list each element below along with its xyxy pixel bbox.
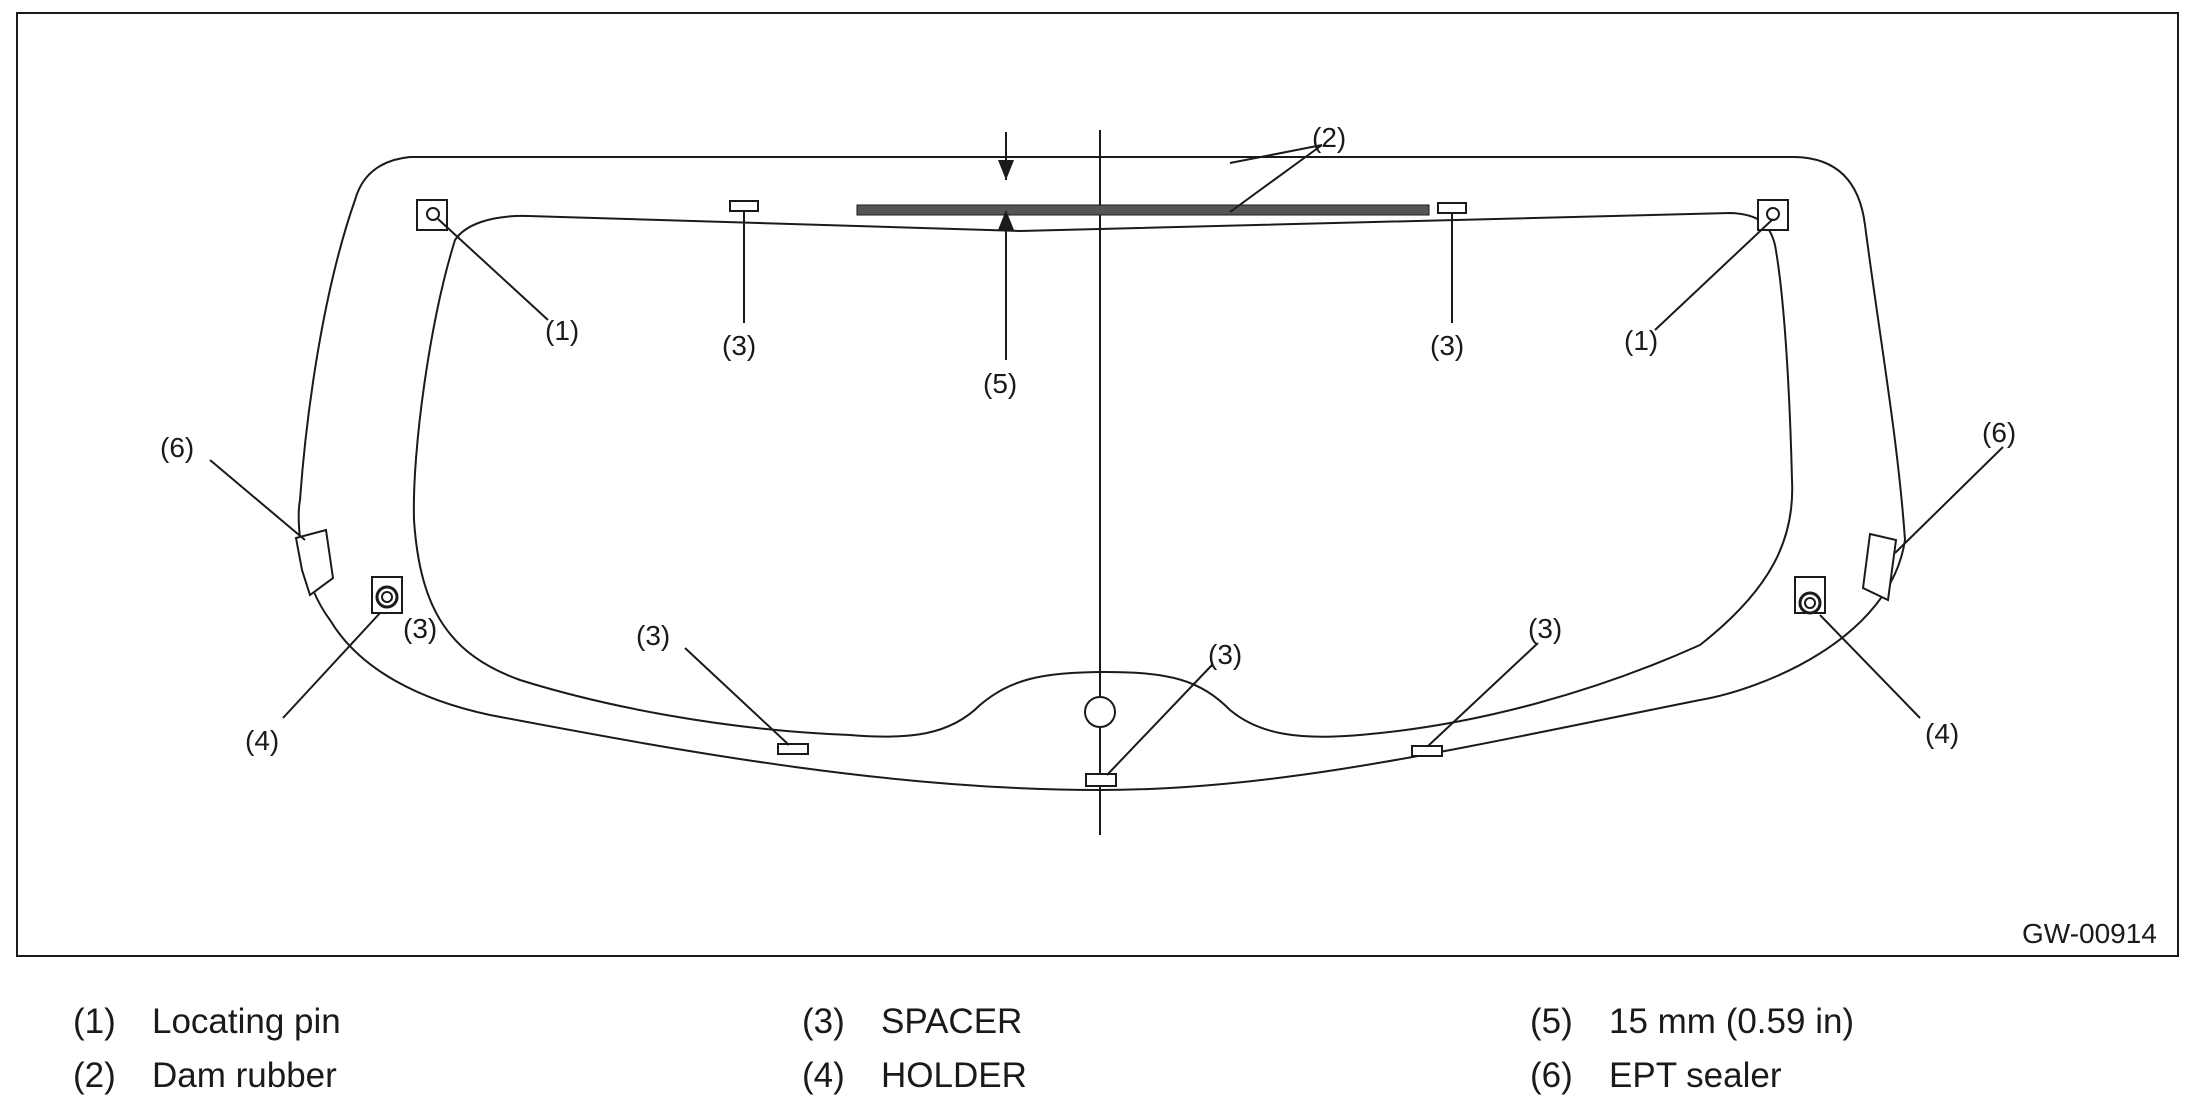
dam-rubber <box>856 204 1430 216</box>
legend-num: (2) <box>73 1056 116 1095</box>
spacer-top-left <box>729 200 759 212</box>
callout-spacer-bottom-left: (3) <box>636 620 670 651</box>
legend-text: 15 mm (0.59 in) <box>1609 1002 1855 1041</box>
spacer-bottom-right <box>1411 745 1443 757</box>
leader-lines <box>209 144 2004 776</box>
rear-window-diagram: (1) (1) (2) (3) (3) (5) (6) (6) (3) (4) … <box>16 12 2179 957</box>
figure-frame <box>16 12 2179 957</box>
dimension-arrow-down <box>998 160 1014 180</box>
legend-text: EPT sealer <box>1609 1056 1782 1095</box>
locating-pin-right <box>1757 199 1789 231</box>
legend-text: SPACER <box>881 1002 1023 1041</box>
callout-spacer-top-right: (3) <box>1430 330 1464 361</box>
holder-left <box>371 576 403 614</box>
callout-holder-left: (4) <box>245 725 279 756</box>
legend-text: Dam rubber <box>152 1056 337 1095</box>
spacer-bottom-left <box>777 743 809 755</box>
holder-right <box>1794 576 1826 615</box>
callout-locating-pin-left: (1) <box>545 315 579 346</box>
callout-spacer-holder-left: (3) <box>403 613 437 644</box>
callout-holder-right: (4) <box>1925 718 1959 749</box>
glass-outer-outline <box>297 156 1907 792</box>
legend-num: (5) <box>1530 1002 1573 1041</box>
callout-dam-rubber: (2) <box>1312 122 1346 153</box>
callout-locating-pin-right: (1) <box>1624 325 1658 356</box>
callout-dimension: (5) <box>983 368 1017 399</box>
callout-spacer-bottom-center: (3) <box>1208 639 1242 670</box>
callout-spacer-top-left: (3) <box>722 330 756 361</box>
center-hole <box>1084 696 1116 728</box>
legend-num: (3) <box>802 1002 845 1041</box>
legend-text: HOLDER <box>881 1056 1027 1095</box>
legend-text: Locating pin <box>152 1002 341 1041</box>
figure-id: GW-00914 <box>2022 918 2157 949</box>
ept-sealer-right <box>1861 532 1898 602</box>
legend-num: (1) <box>73 1002 116 1041</box>
legend-num: (4) <box>802 1056 845 1095</box>
callout-ept-sealer-right: (6) <box>1982 417 2016 448</box>
locating-pin-left <box>416 199 448 231</box>
legend-num: (6) <box>1530 1056 1573 1095</box>
ept-sealer-left <box>294 528 335 597</box>
callout-ept-sealer-left: (6) <box>160 432 194 463</box>
callout-spacer-bottom-right: (3) <box>1528 613 1562 644</box>
glass-inner-outline <box>412 211 1794 738</box>
spacer-top-right <box>1437 202 1467 214</box>
dimension-arrow-up <box>998 210 1014 230</box>
spacer-bottom-center <box>1085 773 1117 787</box>
legend: (1) Locating pin (2) Dam rubber (3) SPAC… <box>0 990 2196 1110</box>
